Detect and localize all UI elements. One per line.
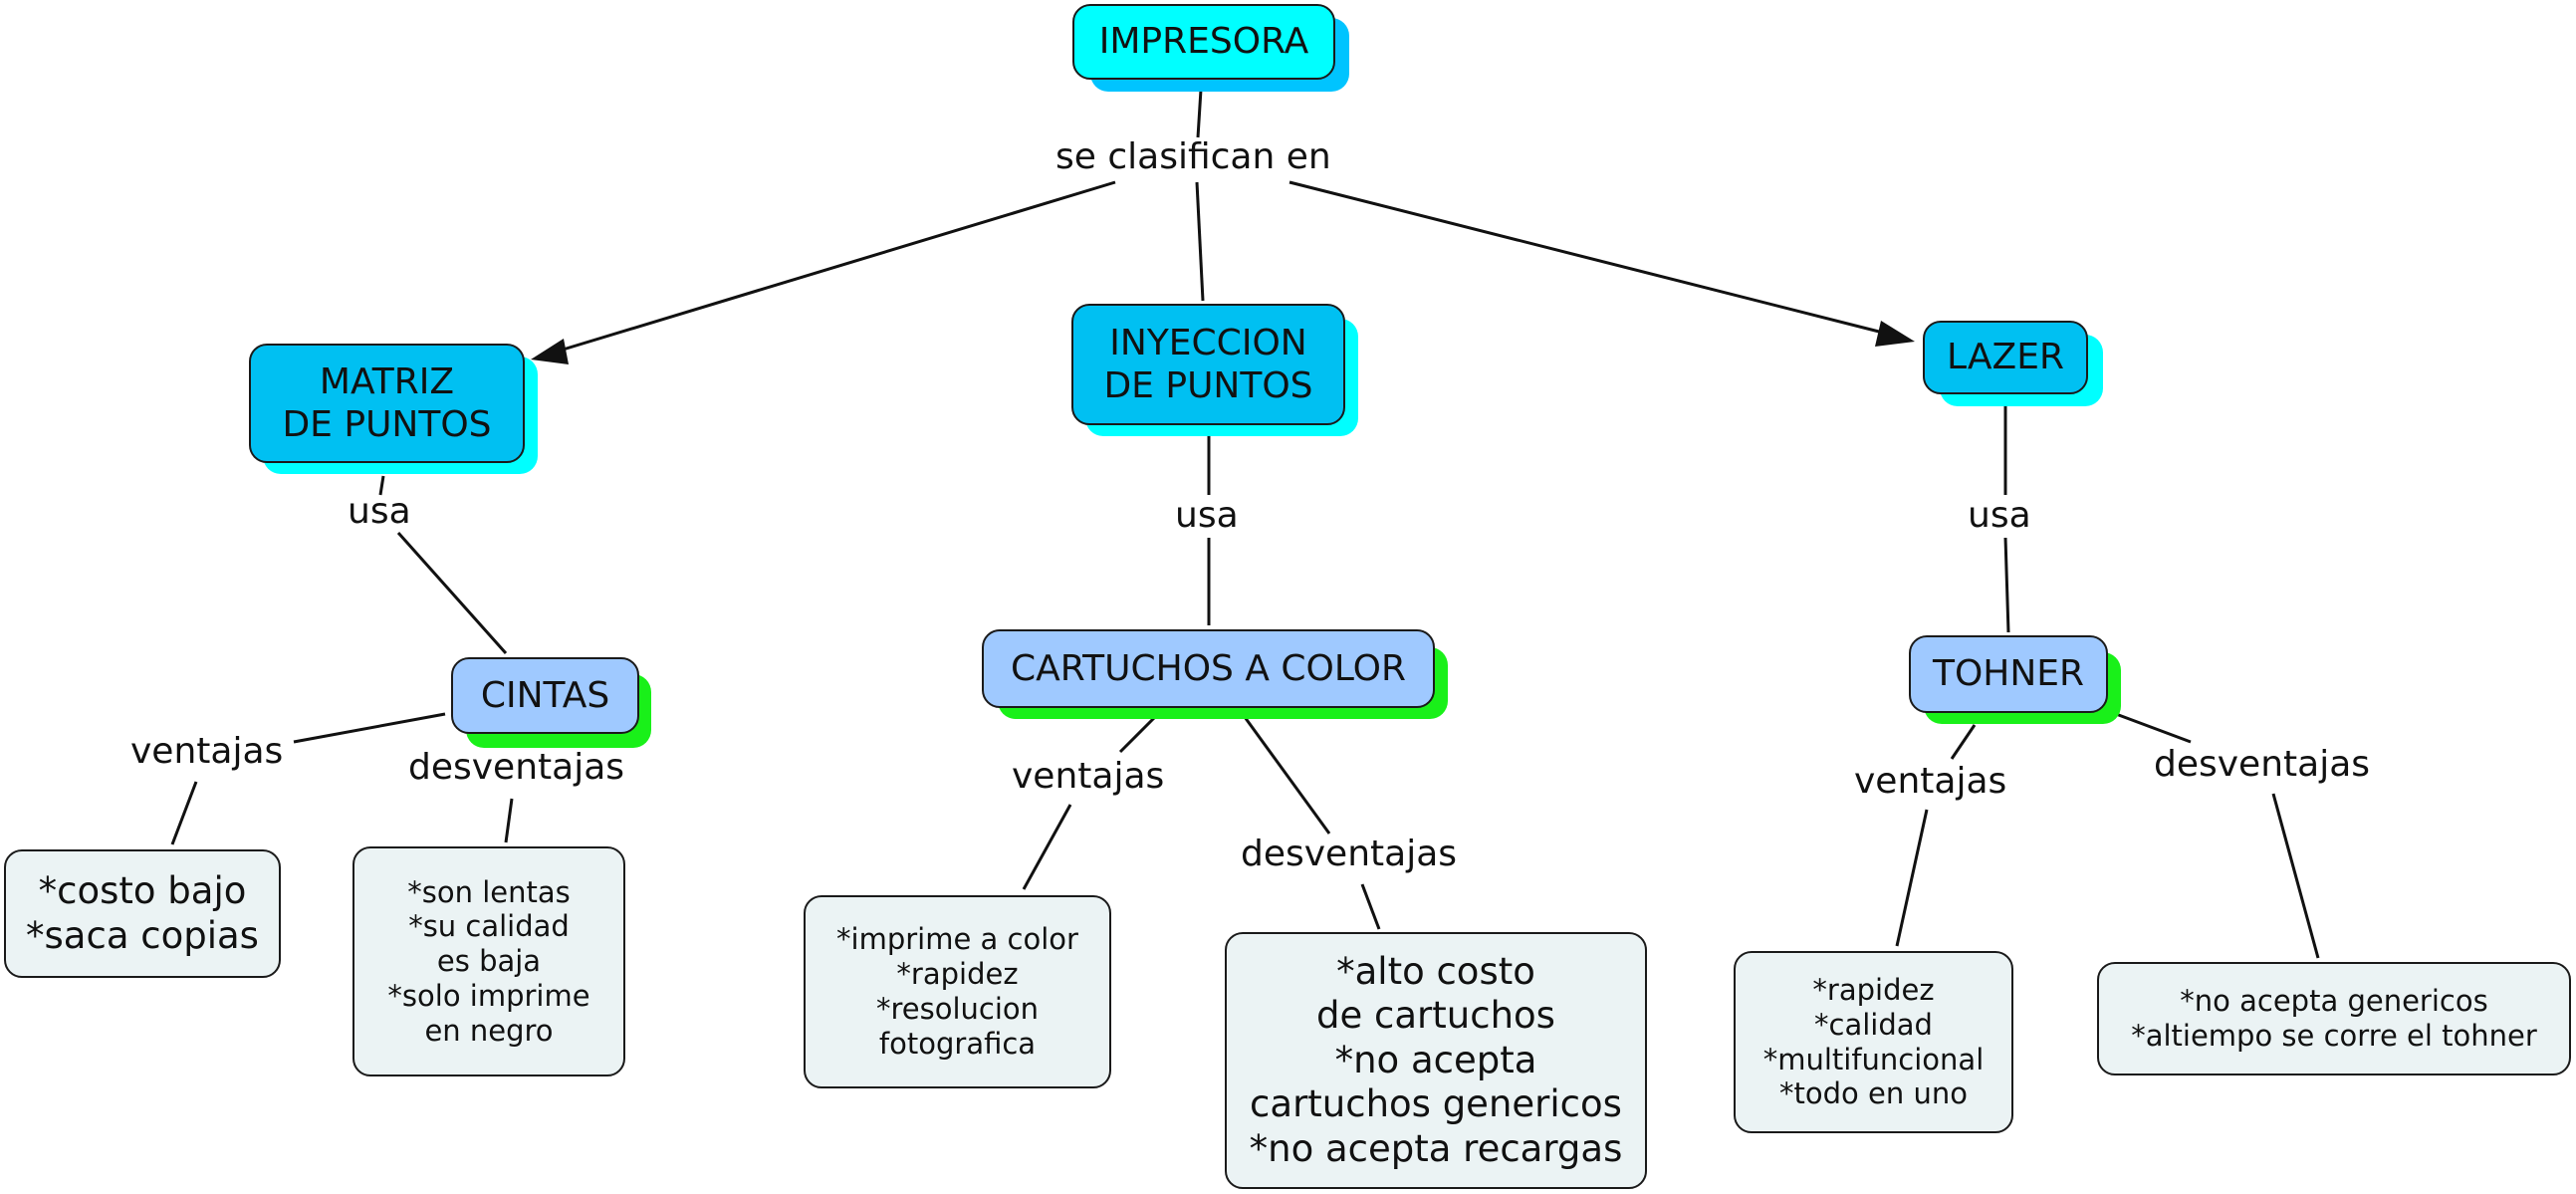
edge-cintas-ventajas: [293, 712, 446, 744]
edge-desventajas-box3: [2271, 793, 2320, 959]
edge-tohner-desventajas: [2115, 712, 2192, 744]
label-cartuchos-desventajas: desventajas: [1241, 834, 1458, 874]
node-cartuchos-a-color[interactable]: CARTUCHOS A COLOR: [982, 629, 1435, 708]
node-tohner[interactable]: TOHNER: [1909, 635, 2108, 713]
label-usa-lazer: usa: [1968, 495, 2031, 536]
edge-desventajas-box: [504, 798, 514, 843]
box-tohner-ventajas[interactable]: *rapidez *calidad *multifuncional *todo …: [1734, 951, 2013, 1133]
node-impresora[interactable]: IMPRESORA: [1072, 4, 1335, 80]
edge-tohner-ventajas: [1950, 724, 1977, 760]
edge-usa-tohner: [2003, 537, 2010, 633]
box-tohner-desventajas[interactable]: *no acepta genericos *altiempo se corre …: [2097, 962, 2571, 1075]
edge-clasifican-inyeccion: [1195, 181, 1205, 302]
box-cintas-ventajas[interactable]: *costo bajo *saca copias: [4, 849, 281, 978]
edge-cartuchos-desventajas: [1243, 716, 1331, 835]
node-inyeccion-de-puntos[interactable]: INYECCION DE PUNTOS: [1071, 304, 1345, 425]
edge-ventajas-box2: [1022, 804, 1072, 890]
box-cartuchos-ventajas[interactable]: *imprime a color *rapidez *resolucion fo…: [804, 895, 1111, 1088]
edge-root-clasifican: [1196, 89, 1203, 138]
edge-clasifican-matriz: [559, 180, 1116, 353]
label-cartuchos-ventajas: ventajas: [1012, 756, 1165, 797]
edge-cartuchos-ventajas: [1118, 715, 1157, 754]
label-tohner-ventajas: ventajas: [1854, 761, 2007, 802]
box-cintas-desventajas[interactable]: *son lentas *su calidad es baja *solo im…: [352, 846, 625, 1076]
node-cintas[interactable]: CINTAS: [451, 657, 639, 734]
edge-clasifican-lazer: [1288, 180, 1888, 336]
arrowhead-matriz: [531, 339, 569, 364]
edge-ventajas-box3: [1895, 809, 1929, 947]
edge-ventajas-box: [170, 781, 198, 845]
label-cintas-desventajas: desventajas: [408, 747, 625, 788]
edge-desventajas-box2: [1360, 883, 1381, 930]
node-matriz-de-puntos[interactable]: MATRIZ DE PUNTOS: [249, 344, 525, 463]
arrowhead-lazer: [1875, 321, 1915, 347]
node-lazer[interactable]: LAZER: [1923, 321, 2088, 394]
label-cintas-ventajas: ventajas: [130, 731, 284, 772]
box-cartuchos-desventajas[interactable]: *alto costo de cartuchos *no acepta cart…: [1225, 932, 1647, 1189]
edge-matriz-usa: [378, 475, 385, 496]
label-tohner-desventajas: desventajas: [2154, 744, 2371, 785]
edge-usa-cintas: [396, 532, 508, 654]
label-usa-inyeccion: usa: [1175, 495, 1239, 536]
label-usa-matriz: usa: [348, 491, 411, 532]
label-se-clasifican-en: se clasifican en: [1055, 136, 1331, 177]
